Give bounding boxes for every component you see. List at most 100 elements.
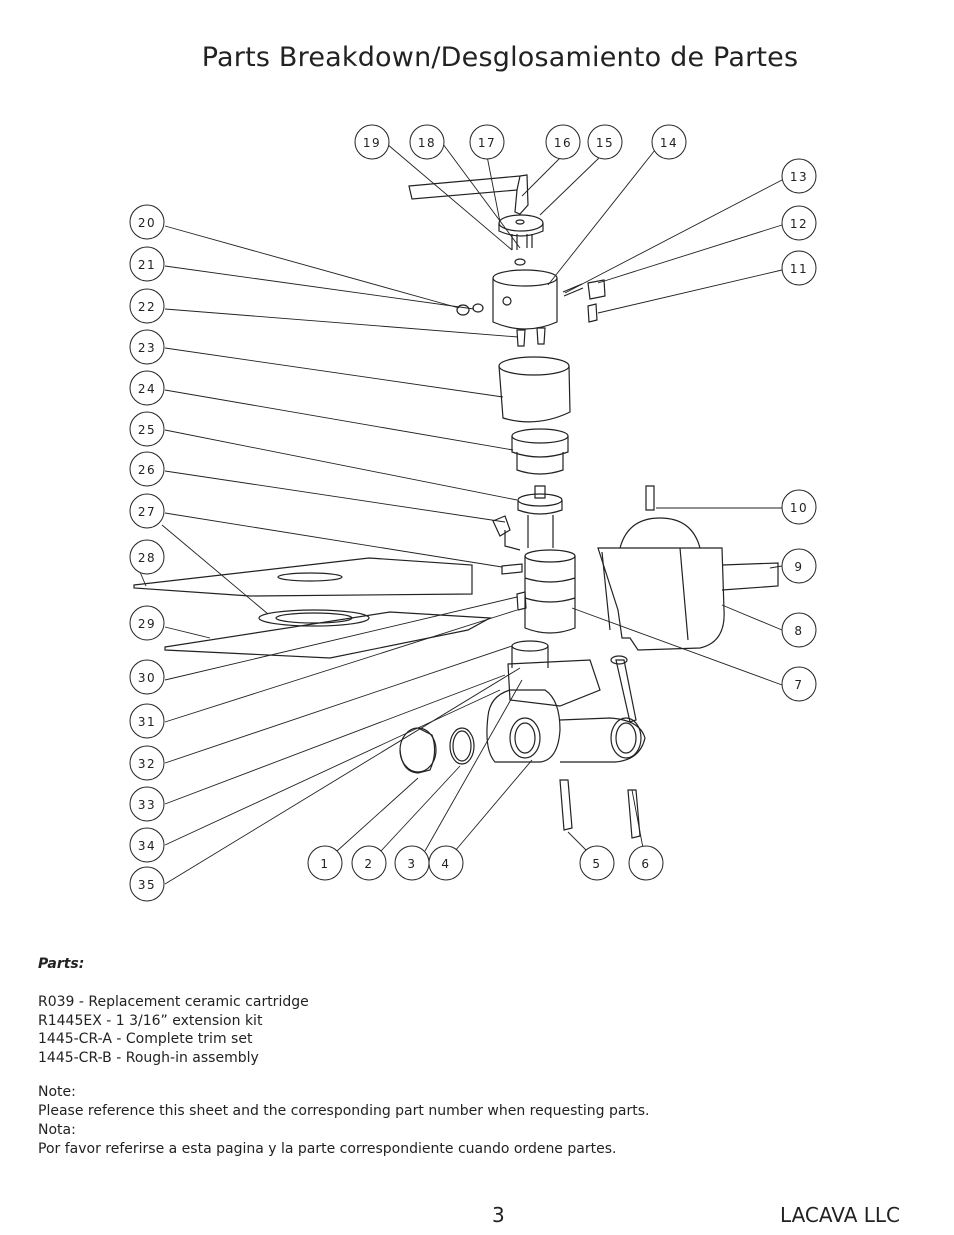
callout-34 (129, 827, 165, 863)
callout-label: 12 (790, 217, 808, 231)
pins-part (511, 234, 533, 266)
callout-label: 3 (407, 857, 416, 871)
callout-29 (129, 605, 165, 641)
callout-16 (545, 124, 581, 160)
o-ring-part (449, 727, 475, 765)
callout-label: 13 (790, 170, 808, 184)
callout-label: 6 (641, 857, 650, 871)
callout-label: 16 (554, 136, 572, 150)
callout-label: 1 (320, 857, 329, 871)
callout-11 (781, 250, 817, 286)
callout-label: 25 (138, 423, 156, 437)
o-rings-part (501, 563, 527, 611)
screws-22-part (516, 327, 546, 347)
callout-label: 15 (596, 136, 614, 150)
nota-text: Por favor referirse a esta pagina y la p… (38, 1141, 617, 1157)
callout-21 (129, 246, 165, 282)
note-text: Please reference this sheet and the corr… (38, 1103, 650, 1119)
gasket-part (164, 611, 493, 659)
callout-label: 14 (660, 136, 678, 150)
parts-heading: Parts: (38, 956, 85, 972)
handle-body-part (492, 269, 558, 330)
callout-label: 18 (418, 136, 436, 150)
callout-5 (579, 845, 615, 881)
callout-17 (469, 124, 505, 160)
callout-label: 9 (794, 560, 803, 574)
parts-list-item: R039 - Replacement ceramic cartridge (38, 994, 309, 1010)
callout-label: 22 (138, 300, 156, 314)
anchors-and-screw-part (559, 655, 641, 839)
callout-22 (129, 288, 165, 324)
note-label: Note: (38, 1084, 76, 1100)
callout-label: 31 (138, 715, 156, 729)
callout-9 (781, 548, 817, 584)
ceramic-cartridge-part (504, 515, 576, 634)
parts-list-item: 1445-CR-B - Rough-in assembly (38, 1049, 259, 1066)
collar-part (492, 485, 563, 537)
callout-label: 32 (138, 757, 156, 771)
lever-handle-part (408, 174, 529, 215)
parts-list-item: 1445-CR-A - Complete trim set (38, 1031, 253, 1047)
parts-list-item: R1445EX - 1 3/16” extension kit (38, 1012, 263, 1029)
callout-label: 5 (592, 857, 601, 871)
callout-label: 33 (138, 798, 156, 812)
callout-12 (781, 205, 817, 241)
callout-label: 23 (138, 341, 156, 355)
callout-label: 10 (790, 501, 808, 515)
callout-label: 27 (138, 505, 156, 519)
callout-30 (129, 659, 165, 695)
escutcheon-part (597, 485, 779, 651)
callout-label: 26 (138, 463, 156, 477)
sleeve-part (498, 356, 571, 423)
callout-label: 8 (794, 624, 803, 638)
set-screws-part (562, 279, 606, 323)
parts-list: R039 - Replacement ceramic cartridge R14… (38, 993, 309, 1067)
valve-body-part (486, 640, 646, 763)
cap-plug-part (399, 727, 437, 774)
callout-35 (129, 866, 165, 902)
page-number: 3 (492, 1203, 505, 1227)
callout-4 (428, 845, 464, 881)
callout-label: 20 (138, 216, 156, 230)
callout-14 (651, 124, 687, 160)
notes-section: Note: Please reference this sheet and th… (38, 1083, 649, 1159)
callout-2 (351, 845, 387, 881)
callout-10 (781, 489, 817, 525)
callout-23 (129, 329, 165, 365)
callout-label: 35 (138, 878, 156, 892)
callout-24 (129, 370, 165, 406)
nota-label: Nota: (38, 1122, 76, 1138)
set-screw-caps-part (456, 303, 484, 316)
callout-7 (781, 666, 817, 702)
callout-label: 34 (138, 839, 156, 853)
callout-25 (129, 411, 165, 447)
callout-label: 7 (794, 678, 803, 692)
callout-1 (307, 845, 343, 881)
callout-label: 4 (441, 857, 450, 871)
callout-15 (587, 124, 623, 160)
callout-32 (129, 745, 165, 781)
mounting-plate-part (133, 557, 473, 597)
callout-label: 30 (138, 671, 156, 685)
callout-8 (781, 612, 817, 648)
callout-label: 11 (790, 262, 808, 276)
callout-26 (129, 451, 165, 487)
callout-label: 29 (138, 617, 156, 631)
callout-label: 19 (363, 136, 381, 150)
page-title: Parts Breakdown/Desglosamiento de Partes (201, 42, 799, 73)
company-name: LACAVA LLC (780, 1203, 900, 1227)
callout-label: 28 (138, 551, 156, 565)
callout-13 (781, 158, 817, 194)
callout-label: 17 (478, 136, 496, 150)
callout-6 (628, 845, 664, 881)
callout-33 (129, 786, 165, 822)
callout-label: 24 (138, 382, 156, 396)
callout-27 (129, 493, 165, 529)
callout-label: 2 (364, 857, 373, 871)
callout-18 (409, 124, 445, 160)
handle-hub-part (498, 214, 544, 237)
adapter-part (511, 428, 569, 475)
callout-19 (354, 124, 390, 160)
callout-20 (129, 204, 165, 240)
